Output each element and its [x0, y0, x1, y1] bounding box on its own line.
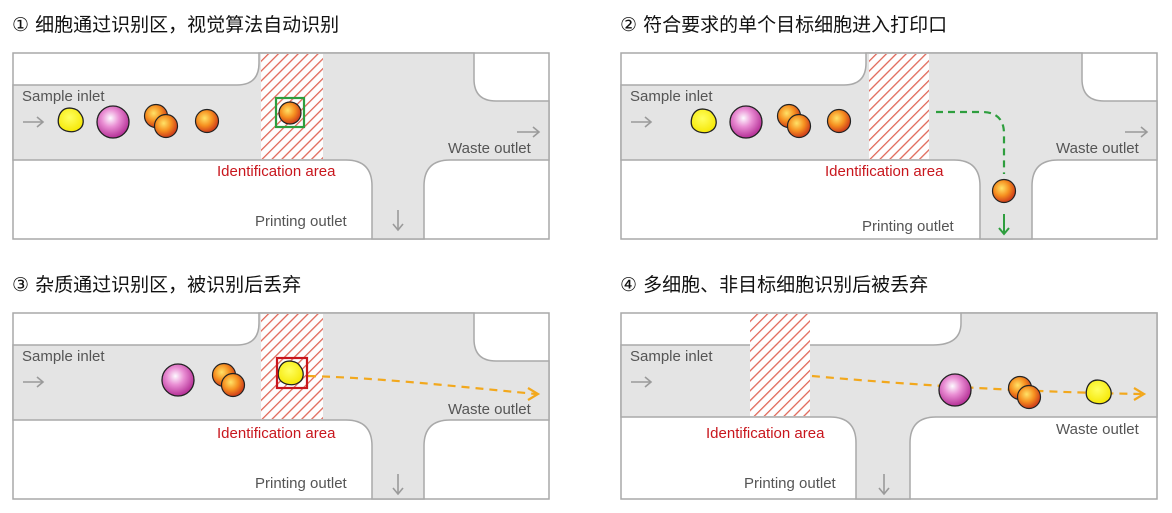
printing-arrow-icon	[392, 474, 404, 496]
multi-cell-cluster	[1007, 375, 1042, 410]
recognition-box-red	[275, 356, 309, 390]
printing-arrow-icon	[878, 474, 890, 496]
printing-outlet-label: Printing outlet	[744, 475, 837, 492]
sample-inlet-label: Sample inlet	[22, 88, 105, 105]
waste-outlet-label: Waste outlet	[1056, 421, 1140, 438]
non-target-cell	[96, 105, 130, 139]
panel-title: ① 细胞通过识别区，视觉算法自动识别	[12, 14, 340, 36]
printing-outlet-label: Printing outlet	[255, 475, 348, 492]
multi-cell-cluster	[143, 103, 179, 139]
target-path-arrow	[936, 110, 1006, 174]
impurity-particle	[1085, 379, 1112, 405]
waste-outlet-label: Waste outlet	[448, 401, 532, 418]
panel-title: ② 符合要求的单个目标细胞进入打印口	[620, 14, 948, 36]
printing-arrow-icon	[392, 210, 404, 232]
channel-diagram: Sample inlet Waste outlet Printing outle…	[12, 312, 550, 500]
target-cell	[194, 108, 220, 134]
channel-diagram: Sample inlet Waste outlet Printing outle…	[620, 52, 1158, 240]
waste-path-arrow	[307, 374, 537, 396]
multi-cell-cluster	[211, 362, 246, 398]
impurity-particle	[277, 360, 304, 386]
printing-outlet-label: Printing outlet	[255, 213, 348, 230]
inlet-arrow-icon	[23, 116, 45, 128]
waste-arrow-head-icon	[527, 387, 541, 401]
multi-cell-cluster	[776, 103, 812, 139]
waste-outlet-label: Waste outlet	[1056, 140, 1140, 157]
non-target-cell	[938, 373, 972, 407]
sample-inlet-label: Sample inlet	[630, 348, 713, 365]
waste-arrow-icon	[1125, 126, 1149, 138]
sample-inlet-label: Sample inlet	[22, 348, 105, 365]
printing-outlet-label: Printing outlet	[862, 218, 955, 235]
recognition-box-green	[274, 96, 306, 129]
target-cell	[826, 108, 852, 134]
waste-arrow-head-icon	[1133, 387, 1147, 401]
identification-area	[869, 54, 929, 159]
impurity-particle	[690, 108, 717, 134]
non-target-cell	[161, 363, 195, 397]
inlet-arrow-icon	[631, 116, 653, 128]
printed-target-cell	[991, 178, 1017, 204]
target-cell	[278, 101, 302, 125]
identification-area-label: Identification area	[706, 425, 825, 442]
inlet-arrow-icon	[23, 376, 45, 388]
panel-1: ① 细胞通过识别区，视觉算法自动识别 Sample inlet Waste ou…	[12, 12, 572, 252]
panel-title: ④ 多细胞、非目标细胞识别后被丢弃	[620, 274, 929, 296]
identification-area-label: Identification area	[217, 163, 336, 180]
identification-area-label: Identification area	[217, 425, 336, 442]
impurity-particle	[57, 107, 84, 133]
panel-3: ③ 杂质通过识别区，被识别后丢弃 Sample inlet Waste outl…	[12, 272, 572, 512]
channel-diagram: Sample inlet Waste outlet Printing outle…	[620, 312, 1158, 500]
identification-area-label: Identification area	[825, 163, 944, 180]
identification-area	[750, 314, 810, 416]
printing-arrow-icon	[998, 214, 1010, 236]
panel-2: ② 符合要求的单个目标细胞进入打印口 Sample inlet Waste ou…	[620, 12, 1172, 252]
channel-diagram: Sample inlet Waste outlet Printing outle…	[12, 52, 550, 240]
non-target-cell	[729, 105, 763, 139]
waste-arrow-icon	[517, 126, 541, 138]
waste-outlet-label: Waste outlet	[448, 140, 532, 157]
sample-inlet-label: Sample inlet	[630, 88, 713, 105]
panel-4: ④ 多细胞、非目标细胞识别后被丢弃 Sample inlet Waste out…	[620, 272, 1172, 512]
inlet-arrow-icon	[631, 376, 653, 388]
panel-title: ③ 杂质通过识别区，被识别后丢弃	[12, 274, 302, 296]
